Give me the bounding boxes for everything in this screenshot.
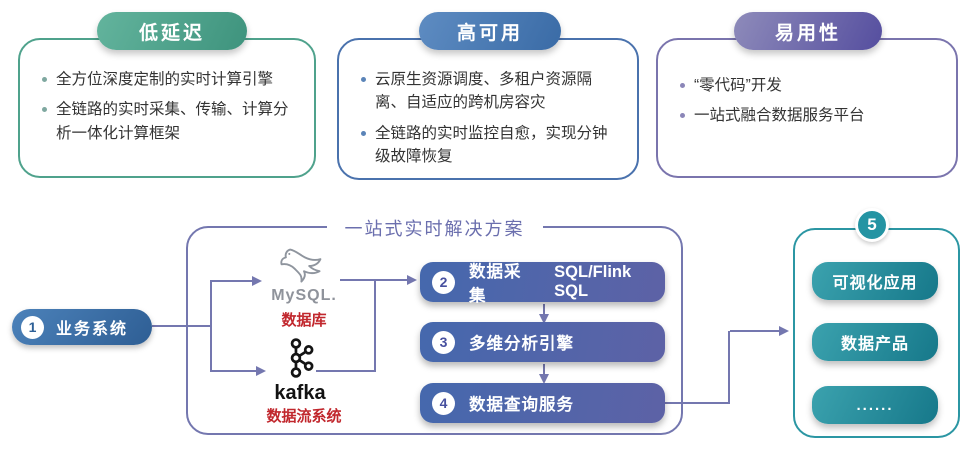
connector-line [340, 279, 376, 281]
kafka-logo: kafka [266, 337, 334, 405]
step-number-badge: 4 [432, 391, 455, 415]
mysql-logo: MySQL. [262, 247, 346, 305]
bullet-item: 全链路的实时监控自愈，实现分钟级故障恢复 [361, 122, 621, 169]
connector-line [211, 280, 253, 282]
connector-line [543, 304, 545, 316]
connector-arrow-icon [539, 314, 549, 324]
mysql-dolphin-icon [278, 248, 330, 289]
node-label: 业务系统 [56, 321, 129, 338]
step-number-badge: 3 [432, 330, 455, 354]
step-number-badge: 1 [21, 315, 44, 339]
bullet-list: “零代码”开发 一站式融合数据服务平台 [658, 40, 956, 128]
connector-line [728, 331, 730, 404]
connector-line [664, 402, 730, 404]
kafka-wordmark: kafka [274, 382, 326, 404]
node-label: 多维分析引擎 [469, 335, 574, 353]
step-node-query-service: 4 数据查询服务 [420, 383, 665, 423]
bullet-item: 云原生资源调度、多租户资源隔离、自适应的跨机房容灾 [361, 68, 621, 115]
bullet-item: 全链路的实时采集、传输、计算分析一体化计算框架 [42, 98, 298, 145]
stream-system-caption: 数据流系统 [266, 408, 342, 425]
card-title-pill: 高可用 [419, 12, 561, 50]
output-item-data-product: 数据产品 [812, 323, 938, 361]
bullet-item: “零代码”开发 [680, 74, 940, 97]
step-number-badge: 2 [432, 270, 455, 294]
card-title: 低延迟 [138, 22, 205, 44]
connector-arrow-icon [256, 366, 266, 376]
mysql-wordmark: MySQL. [271, 287, 337, 304]
connector-line [730, 330, 780, 332]
connector-line [152, 325, 212, 327]
bullet-item: 全方位深度定制的实时计算引擎 [42, 68, 298, 91]
node-label: 数据查询服务 [469, 396, 574, 414]
connector-line [376, 279, 408, 281]
connector-arrow-icon [779, 326, 789, 336]
output-item-visualization: 可视化应用 [812, 262, 938, 300]
connector-line [211, 370, 257, 372]
step-node-data-collection: 2 数据采集 SQL/Flink SQL [420, 262, 665, 305]
feature-card-low-latency: 低延迟 全方位深度定制的实时计算引擎 全链路的实时采集、传输、计算分析一体化计算… [18, 12, 316, 178]
bullet-list: 云原生资源调度、多租户资源隔离、自适应的跨机房容灾 全链路的实时监控自愈，实现分… [339, 40, 637, 168]
feature-card-usability: 易用性 “零代码”开发 一站式融合数据服务平台 [656, 12, 958, 178]
kafka-icon [286, 338, 315, 383]
output-number-badge: 5 [855, 208, 889, 242]
bullet-item: 一站式融合数据服务平台 [680, 104, 940, 127]
output-item-more: ...... [812, 386, 938, 424]
node-tech-label: SQL/Flink SQL [554, 263, 632, 300]
card-title: 易用性 [774, 22, 841, 44]
connector-arrow-icon [252, 276, 262, 286]
database-caption: 数据库 [281, 312, 327, 329]
connector-line [316, 370, 376, 372]
node-label: 数据采集 [469, 263, 522, 305]
connector-arrow-icon [539, 374, 549, 384]
card-title-pill: 易用性 [734, 12, 882, 50]
connector-line [210, 280, 212, 372]
card-title-pill: 低延迟 [97, 12, 247, 50]
bullet-list: 全方位深度定制的实时计算引擎 全链路的实时采集、传输、计算分析一体化计算框架 [20, 40, 314, 145]
connector-line [374, 279, 376, 372]
business-system-node: 1 业务系统 [12, 309, 152, 345]
connector-arrow-icon [407, 275, 417, 285]
feature-card-high-availability: 高可用 云原生资源调度、多租户资源隔离、自适应的跨机房容灾 全链路的实时监控自愈… [337, 12, 639, 180]
solution-title: 一站式实时解决方案 [186, 215, 683, 241]
step-node-analysis-engine: 3 多维分析引擎 [420, 322, 665, 362]
card-title: 高可用 [456, 22, 523, 44]
connector-line [543, 364, 545, 376]
